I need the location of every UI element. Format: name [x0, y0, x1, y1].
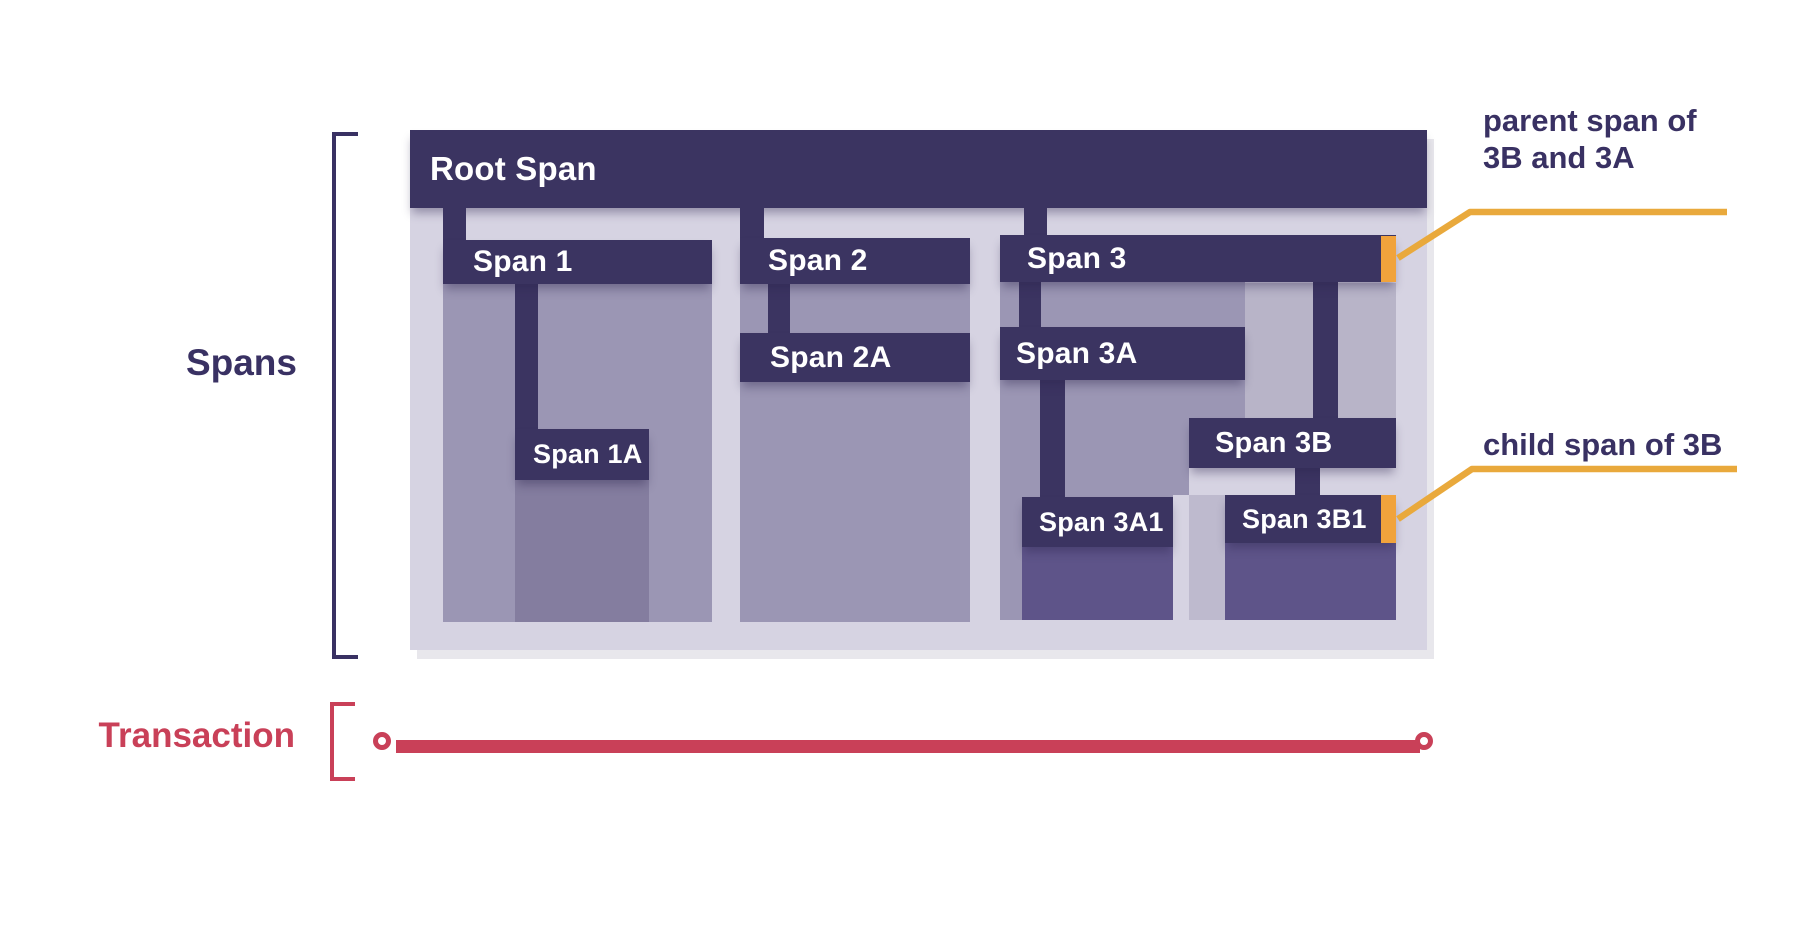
span3-span3b-connector: [1313, 282, 1338, 420]
span3b1-duration-block: [1225, 543, 1396, 620]
span3-span3a-connector: [1019, 282, 1041, 329]
span1-span1a-connector: [515, 284, 538, 431]
child-span-marker: [1381, 495, 1396, 543]
transaction-bracket: [330, 702, 355, 781]
span3-bar: Span 3: [1000, 235, 1396, 282]
span3-bar-label: Span 3: [1027, 241, 1127, 275]
span3a1-bar-label: Span 3A1: [1039, 506, 1164, 537]
span2-bar: Span 2: [740, 238, 970, 284]
child-span-annotation: child span of 3B: [1483, 427, 1723, 462]
transaction-label: Transaction: [98, 716, 295, 755]
parent-span-annotation-line1: parent span of: [1483, 103, 1697, 138]
span3b1-left-gap: [1189, 495, 1225, 620]
span3a1-right-gap: [1173, 495, 1189, 620]
span2a-bar: Span 2A: [740, 333, 970, 382]
parent-span-annotation: parent span of 3B and 3A: [1483, 102, 1697, 176]
transaction-start-dot: [373, 732, 391, 750]
span3b1-bar-label: Span 3B1: [1242, 503, 1367, 534]
spans-bracket: [332, 132, 358, 659]
root-span2-connector: [740, 208, 764, 240]
span3a-bar-label: Span 3A: [1016, 336, 1138, 370]
transaction-end-dot: [1415, 732, 1433, 750]
span2a-bar-label: Span 2A: [770, 340, 892, 374]
root-span3-connector: [1024, 208, 1047, 237]
span3a-span3a1-connector: [1040, 380, 1065, 499]
root-span1-connector: [443, 208, 466, 242]
span1a-duration-block: [515, 480, 649, 622]
transaction-timeline: [396, 740, 1420, 753]
span3b-span3b1-connector: [1295, 468, 1320, 497]
parent-span-marker: [1381, 236, 1396, 282]
root-span-bar: Root Span: [410, 130, 1427, 208]
span1-bar: Span 1: [443, 240, 712, 284]
span3b-bar: Span 3B: [1189, 418, 1396, 468]
span1a-bar: Span 1A: [515, 429, 649, 480]
span1a-bar-label: Span 1A: [533, 439, 643, 469]
root-span-bar-label: Root Span: [430, 150, 597, 187]
span1-bar-label: Span 1: [473, 245, 573, 278]
parent-span-annotation-line2: 3B and 3A: [1483, 140, 1635, 175]
span2-span2a-connector: [768, 284, 790, 335]
span3a1-bar: Span 3A1: [1022, 497, 1173, 547]
span3b-gap-row: [1189, 468, 1396, 495]
span2-bar-label: Span 2: [768, 244, 868, 277]
span3a1-duration-block: [1022, 547, 1173, 620]
span3b-bar-label: Span 3B: [1215, 426, 1333, 459]
span3b1-bar: Span 3B1: [1225, 495, 1396, 543]
span3a-bar: Span 3A: [1000, 327, 1245, 380]
spans-label: Spans: [185, 342, 297, 383]
